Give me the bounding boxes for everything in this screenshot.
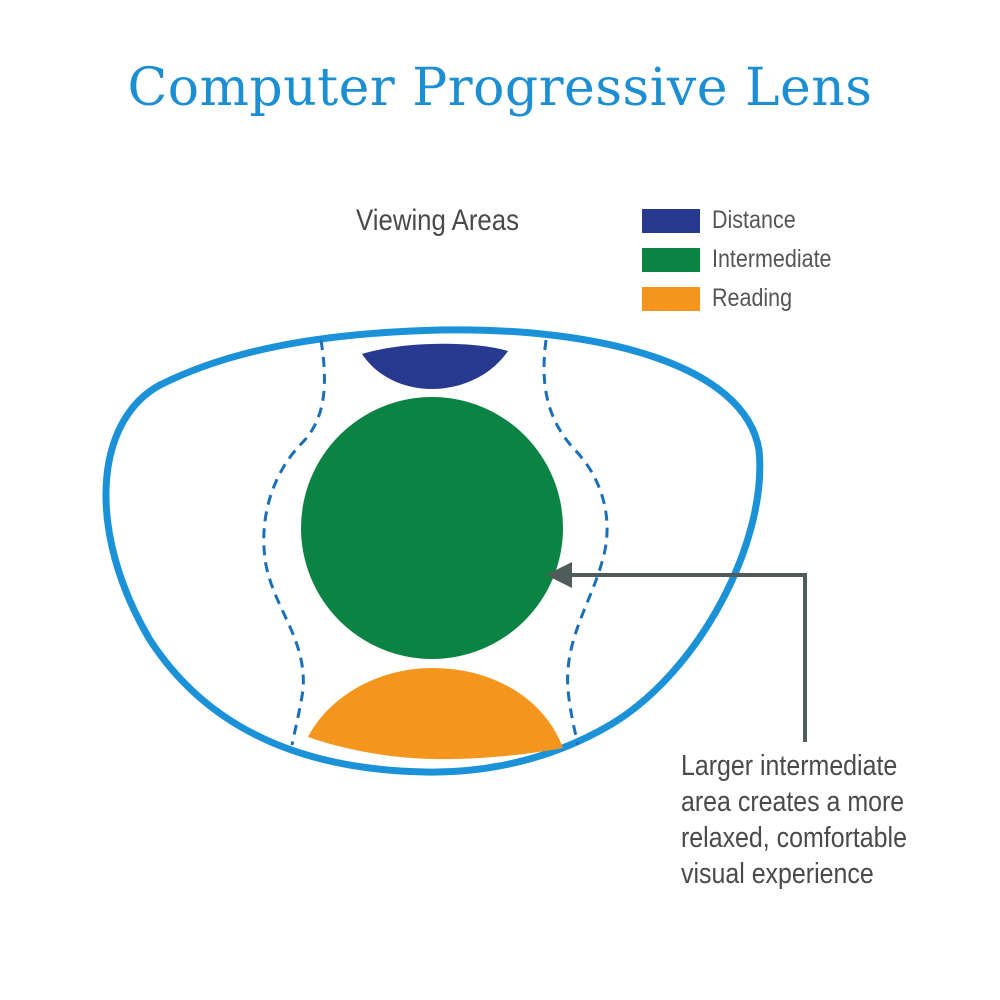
- callout-line: relaxed, comfortable: [681, 822, 907, 854]
- legend-swatch-distance: [642, 209, 700, 233]
- lens-outline: [102, 326, 764, 776]
- callout-arrow-line: [568, 573, 807, 742]
- viewing-areas-label: Viewing Areas: [356, 204, 520, 237]
- corridor-left-boundary: [262, 339, 326, 746]
- callout-line: area creates a more: [681, 786, 905, 818]
- legend-label-reading: Reading: [712, 284, 793, 312]
- reading-zone: [308, 668, 563, 760]
- callout-line: visual experience: [681, 858, 874, 890]
- legend-label-distance: Distance: [712, 206, 796, 234]
- intermediate-zone: [301, 397, 563, 659]
- legend-swatch-intermediate: [642, 248, 700, 272]
- page-title: Computer Progressive Lens: [127, 58, 873, 118]
- distance-zone: [362, 343, 508, 389]
- legend-swatch-reading: [642, 287, 700, 311]
- legend-label-intermediate: Intermediate: [712, 245, 832, 273]
- callout-arrow-head: [546, 562, 572, 588]
- callout-text: Larger intermediate area creates a more …: [681, 748, 956, 892]
- corridor-right-boundary: [542, 339, 609, 746]
- callout-line: Larger intermediate: [681, 750, 898, 782]
